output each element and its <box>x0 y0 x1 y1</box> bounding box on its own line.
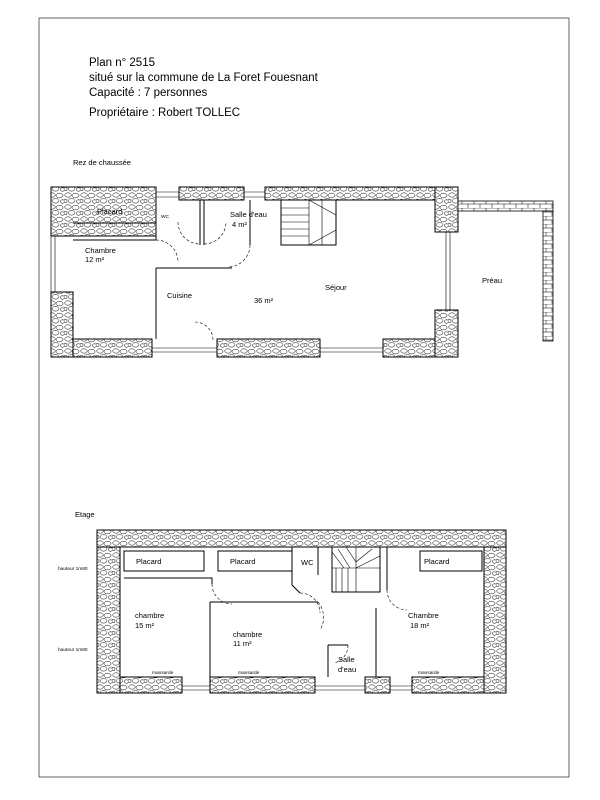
stone-wall-se <box>434 309 459 358</box>
stone-wall-top <box>96 529 507 548</box>
room-area-salle-eau: 4 m² <box>232 220 248 229</box>
note-mansarde-3: mansarde <box>418 670 440 676</box>
staircase-ground <box>280 199 337 246</box>
stone-wall-bottom-4 <box>411 676 485 694</box>
note-mansarde-2: mansarde <box>238 670 260 676</box>
room-area-chambre: 12 m² <box>85 255 105 264</box>
ground-floor-plan: Placard WC Salle d'eau 4 m² Chambre 12 m… <box>50 186 554 358</box>
room-label-salle-eau-1: Salle <box>338 655 355 664</box>
room-label-sejour: Séjour <box>325 283 347 292</box>
stone-wall-sw <box>50 291 74 358</box>
stone-wall-n-east <box>264 186 459 201</box>
room-label-cuisine: Cuisine <box>167 291 192 300</box>
stone-wall-bottom-3 <box>364 676 391 694</box>
room-label-wc: WC <box>161 214 170 220</box>
room-label-salle-eau: Salle d'eau <box>230 210 267 219</box>
preau-brick-side <box>542 210 554 342</box>
stone-wall-s-mid <box>216 338 321 358</box>
stone-wall-bottom-1 <box>119 676 183 694</box>
preau-brick-top <box>457 200 554 212</box>
room-label-placard-3: Placard <box>424 557 449 566</box>
room-label-placard-2: Placard <box>230 557 255 566</box>
ground-floor-title: Rez de chaussée <box>73 158 131 167</box>
room-label-placard-1: Placard <box>136 557 161 566</box>
room-area-chambre-1: 15 m² <box>135 621 155 630</box>
room-area-chambre-3: 18 m² <box>410 621 430 630</box>
room-label-chambre-2: chambre <box>233 630 262 639</box>
room-label-chambre-1: chambre <box>135 611 164 620</box>
plan-capacity: Capacité : 7 personnes <box>89 87 208 99</box>
room-area-sejour: 36 m² <box>254 296 274 305</box>
room-label-wc: WC <box>301 558 314 567</box>
upper-floor-plan: Placard Placard Placard WC chambre 15 m²… <box>58 529 507 694</box>
stone-wall-s-west <box>72 338 153 358</box>
room-area-chambre-2: 11 m² <box>233 639 252 648</box>
room-label-chambre: Chambre <box>85 246 116 255</box>
note-hauteur-2: hauteur 1m80 <box>58 647 88 653</box>
plan-owner: Propriétaire : Robert TOLLEC <box>89 107 241 119</box>
stone-wall-right <box>483 546 507 694</box>
room-label-salle-eau-2: d'eau <box>338 665 356 674</box>
room-label-chambre-3: Chambre <box>408 611 439 620</box>
placard-box-1 <box>123 550 205 572</box>
sheet-border <box>38 17 570 778</box>
note-mansarde-1: mansarde <box>152 670 174 676</box>
stone-wall-ne <box>434 186 459 233</box>
stone-wall-n-mid <box>178 186 245 201</box>
placard-box-3 <box>419 550 483 572</box>
room-label-preau: Préau <box>482 276 502 285</box>
note-hauteur-1: hauteur 1m80 <box>58 566 88 572</box>
stone-wall-left <box>96 546 121 694</box>
stone-wall-bottom-2 <box>209 676 316 694</box>
plan-number: Plan n° 2515 <box>89 57 155 69</box>
stone-wall-nw <box>50 186 157 237</box>
upper-floor-title: Etage <box>75 510 95 519</box>
plan-location: situé sur la commune de La Foret Fouesna… <box>89 72 318 84</box>
room-label-placard: Placard <box>97 207 122 216</box>
